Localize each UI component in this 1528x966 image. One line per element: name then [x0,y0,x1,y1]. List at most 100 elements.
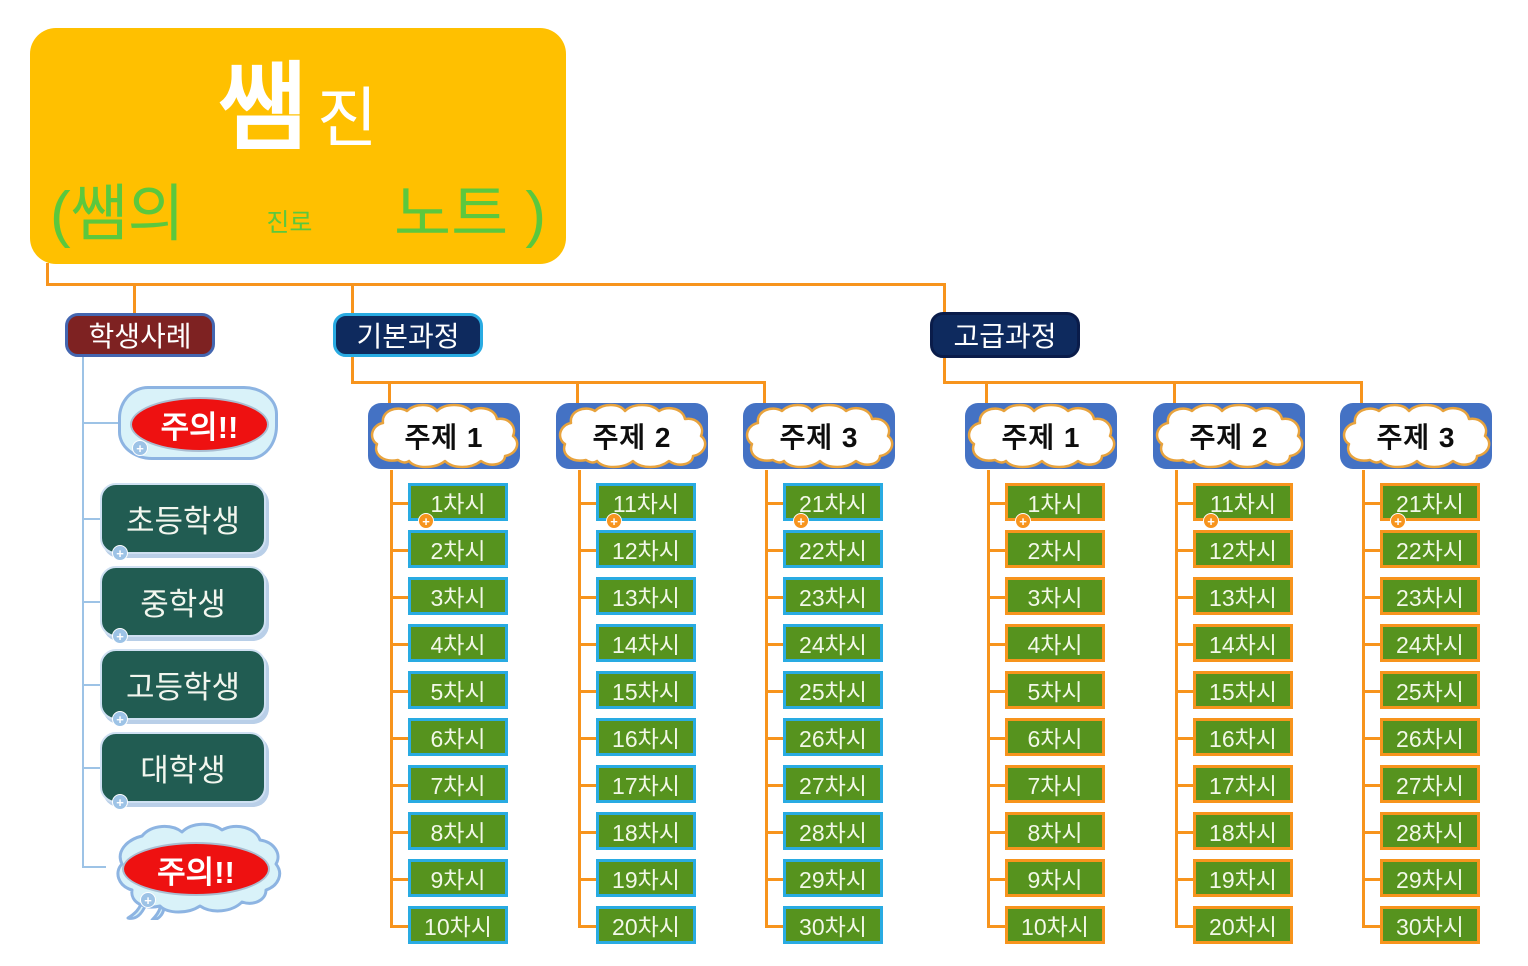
lesson-basic-course-t3-7[interactable]: 27차시 [783,765,883,803]
topic-advanced-course-3[interactable]: 주제 3 [1340,403,1492,469]
lesson-basic-course-t3-3[interactable]: 23차시 [783,577,883,615]
expand-button-high-school-student[interactable]: + [112,711,128,727]
connector-line [987,737,1005,740]
lesson-advanced-course-t1-9[interactable]: 9차시 [1005,859,1105,897]
lesson-advanced-course-t3-5[interactable]: 25차시 [1380,671,1480,709]
lesson-basic-course-t3-5[interactable]: 25차시 [783,671,883,709]
connector-line [578,784,596,787]
lesson-advanced-course-t3-7[interactable]: 27차시 [1380,765,1480,803]
lesson-basic-course-t1-8[interactable]: 8차시 [408,812,508,850]
lesson-advanced-course-t1-8[interactable]: 8차시 [1005,812,1105,850]
lesson-basic-course-t2-4[interactable]: 14차시 [596,624,696,662]
lesson-basic-course-t1-7[interactable]: 7차시 [408,765,508,803]
lesson-advanced-course-t1-2[interactable]: 2차시 [1005,530,1105,568]
lesson-advanced-course-t2-6[interactable]: 16차시 [1193,718,1293,756]
connector-line [578,925,596,928]
lesson-basic-course-t2-2[interactable]: 12차시 [596,530,696,568]
lesson-basic-course-t2-6[interactable]: 16차시 [596,718,696,756]
connector-line [765,470,768,926]
node-caution-note-bottom[interactable]: 주의!! [106,820,286,920]
topic-advanced-course-2[interactable]: 주제 2 [1153,403,1305,469]
lesson-advanced-course-t2-10[interactable]: 20차시 [1193,906,1293,944]
topic-basic-course-1[interactable]: 주제 1 [368,403,520,469]
lesson-advanced-course-t1-3[interactable]: 3차시 [1005,577,1105,615]
topic-basic-course-3[interactable]: 주제 3 [743,403,895,469]
expand-button-caution-note-bottom[interactable]: + [140,892,156,908]
expand-button-advanced-course-t3[interactable]: + [1390,513,1406,529]
lesson-advanced-course-t2-5[interactable]: 15차시 [1193,671,1293,709]
node-high-school-student[interactable]: 고등학생 [100,649,266,720]
alert-badge: 주의!! [130,397,269,452]
node-middle-school-student[interactable]: 중학생 [100,566,266,637]
lesson-advanced-course-t1-4[interactable]: 4차시 [1005,624,1105,662]
lesson-advanced-course-t3-4[interactable]: 24차시 [1380,624,1480,662]
lesson-advanced-course-t3-6[interactable]: 26차시 [1380,718,1480,756]
lesson-basic-course-t1-3[interactable]: 3차시 [408,577,508,615]
lesson-advanced-course-t2-8[interactable]: 18차시 [1193,812,1293,850]
lesson-basic-course-t2-10[interactable]: 20차시 [596,906,696,944]
root-subtitle-small: 진로 [266,209,313,237]
expand-button-advanced-course-t2[interactable]: + [1203,513,1219,529]
lesson-basic-course-t2-8[interactable]: 18차시 [596,812,696,850]
expand-button-advanced-course-t1[interactable]: + [1015,513,1031,529]
lesson-advanced-course-t3-2[interactable]: 22차시 [1380,530,1480,568]
lesson-basic-course-t1-4[interactable]: 4차시 [408,624,508,662]
lesson-advanced-course-t2-3[interactable]: 13차시 [1193,577,1293,615]
cloud-shape [745,403,894,469]
lesson-advanced-course-t1-10[interactable]: 10차시 [1005,906,1105,944]
node-elementary-student[interactable]: 초등학생 [100,483,266,554]
node-basic-course[interactable]: 기본과정 [333,313,483,357]
lesson-basic-course-t2-5[interactable]: 15차시 [596,671,696,709]
connector-line [1362,643,1380,646]
lesson-advanced-course-t1-6[interactable]: 6차시 [1005,718,1105,756]
lesson-advanced-course-t3-10[interactable]: 30차시 [1380,906,1480,944]
lesson-basic-course-t3-9[interactable]: 29차시 [783,859,883,897]
topic-basic-course-2[interactable]: 주제 2 [556,403,708,469]
root-subtitle-right: 노트 ) [394,180,546,249]
lesson-advanced-course-t3-8[interactable]: 28차시 [1380,812,1480,850]
lesson-advanced-course-t2-9[interactable]: 19차시 [1193,859,1293,897]
lesson-basic-course-t2-7[interactable]: 17차시 [596,765,696,803]
lesson-basic-course-t1-9[interactable]: 9차시 [408,859,508,897]
lesson-advanced-course-t1-1[interactable]: 1차시 [1005,483,1105,521]
lesson-basic-course-t2-9[interactable]: 19차시 [596,859,696,897]
expand-button-middle-school-student[interactable]: + [112,628,128,644]
connector-line [765,596,783,599]
root-node[interactable]: 쌤 진 (쌤의 진로 노트 ) [30,28,566,264]
expand-button-basic-course-t1[interactable]: + [418,513,434,529]
lesson-basic-course-t1-6[interactable]: 6차시 [408,718,508,756]
root-subtitle-left: (쌤의 [50,180,185,249]
lesson-basic-course-t2-3[interactable]: 13차시 [596,577,696,615]
connector-line [1362,784,1380,787]
lesson-advanced-course-t2-7[interactable]: 17차시 [1193,765,1293,803]
expand-button-caution-note-top[interactable]: + [132,440,148,456]
connector-line [943,283,946,312]
lesson-advanced-course-t3-3[interactable]: 23차시 [1380,577,1480,615]
expand-button-basic-course-t2[interactable]: + [606,513,622,529]
lesson-basic-course-t3-2[interactable]: 22차시 [783,530,883,568]
expand-button-elementary-student[interactable]: + [112,545,128,561]
lesson-basic-course-t3-6[interactable]: 26차시 [783,718,883,756]
lesson-advanced-course-t3-9[interactable]: 29차시 [1380,859,1480,897]
node-caution-note-top[interactable]: 주의!! [118,386,278,460]
expand-button-basic-course-t3[interactable]: + [793,513,809,529]
connector-line [765,643,783,646]
lesson-advanced-course-t1-5[interactable]: 5차시 [1005,671,1105,709]
lesson-basic-course-t3-8[interactable]: 28차시 [783,812,883,850]
connector-line [1175,737,1193,740]
lesson-advanced-course-t1-7[interactable]: 7차시 [1005,765,1105,803]
lesson-advanced-course-t2-2[interactable]: 12차시 [1193,530,1293,568]
node-advanced-course[interactable]: 고급과정 [930,312,1080,358]
node-university-student[interactable]: 대학생 [100,732,266,803]
lesson-basic-course-t2-1[interactable]: 11차시 [596,483,696,521]
connector-line [390,502,408,505]
lesson-basic-course-t1-10[interactable]: 10차시 [408,906,508,944]
lesson-basic-course-t1-2[interactable]: 2차시 [408,530,508,568]
expand-button-university-student[interactable]: + [112,794,128,810]
lesson-advanced-course-t2-4[interactable]: 14차시 [1193,624,1293,662]
topic-advanced-course-1[interactable]: 주제 1 [965,403,1117,469]
lesson-basic-course-t3-4[interactable]: 24차시 [783,624,883,662]
node-student-cases[interactable]: 학생사례 [65,313,215,357]
lesson-basic-course-t1-5[interactable]: 5차시 [408,671,508,709]
lesson-basic-course-t3-10[interactable]: 30차시 [783,906,883,944]
